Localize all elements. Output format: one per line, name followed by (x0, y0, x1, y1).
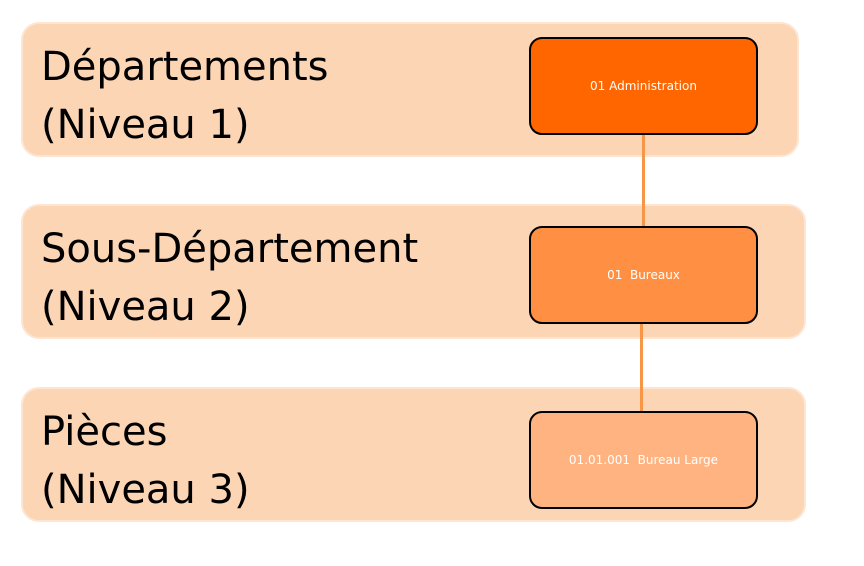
node-bureaux[interactable]: 01 Bureaux (529, 226, 758, 324)
connector-level1-level2 (642, 135, 645, 226)
level-3-label: Pièces (Niveau 3) (41, 409, 250, 513)
level-1-label: Départements (Niveau 1) (41, 44, 329, 148)
node-bureau-large[interactable]: 01.01.001 Bureau Large (529, 411, 758, 509)
connector-level2-level3 (640, 324, 643, 411)
level-2-label: Sous-Département (Niveau 2) (41, 226, 419, 330)
node-administration[interactable]: 01 Administration (529, 37, 758, 135)
